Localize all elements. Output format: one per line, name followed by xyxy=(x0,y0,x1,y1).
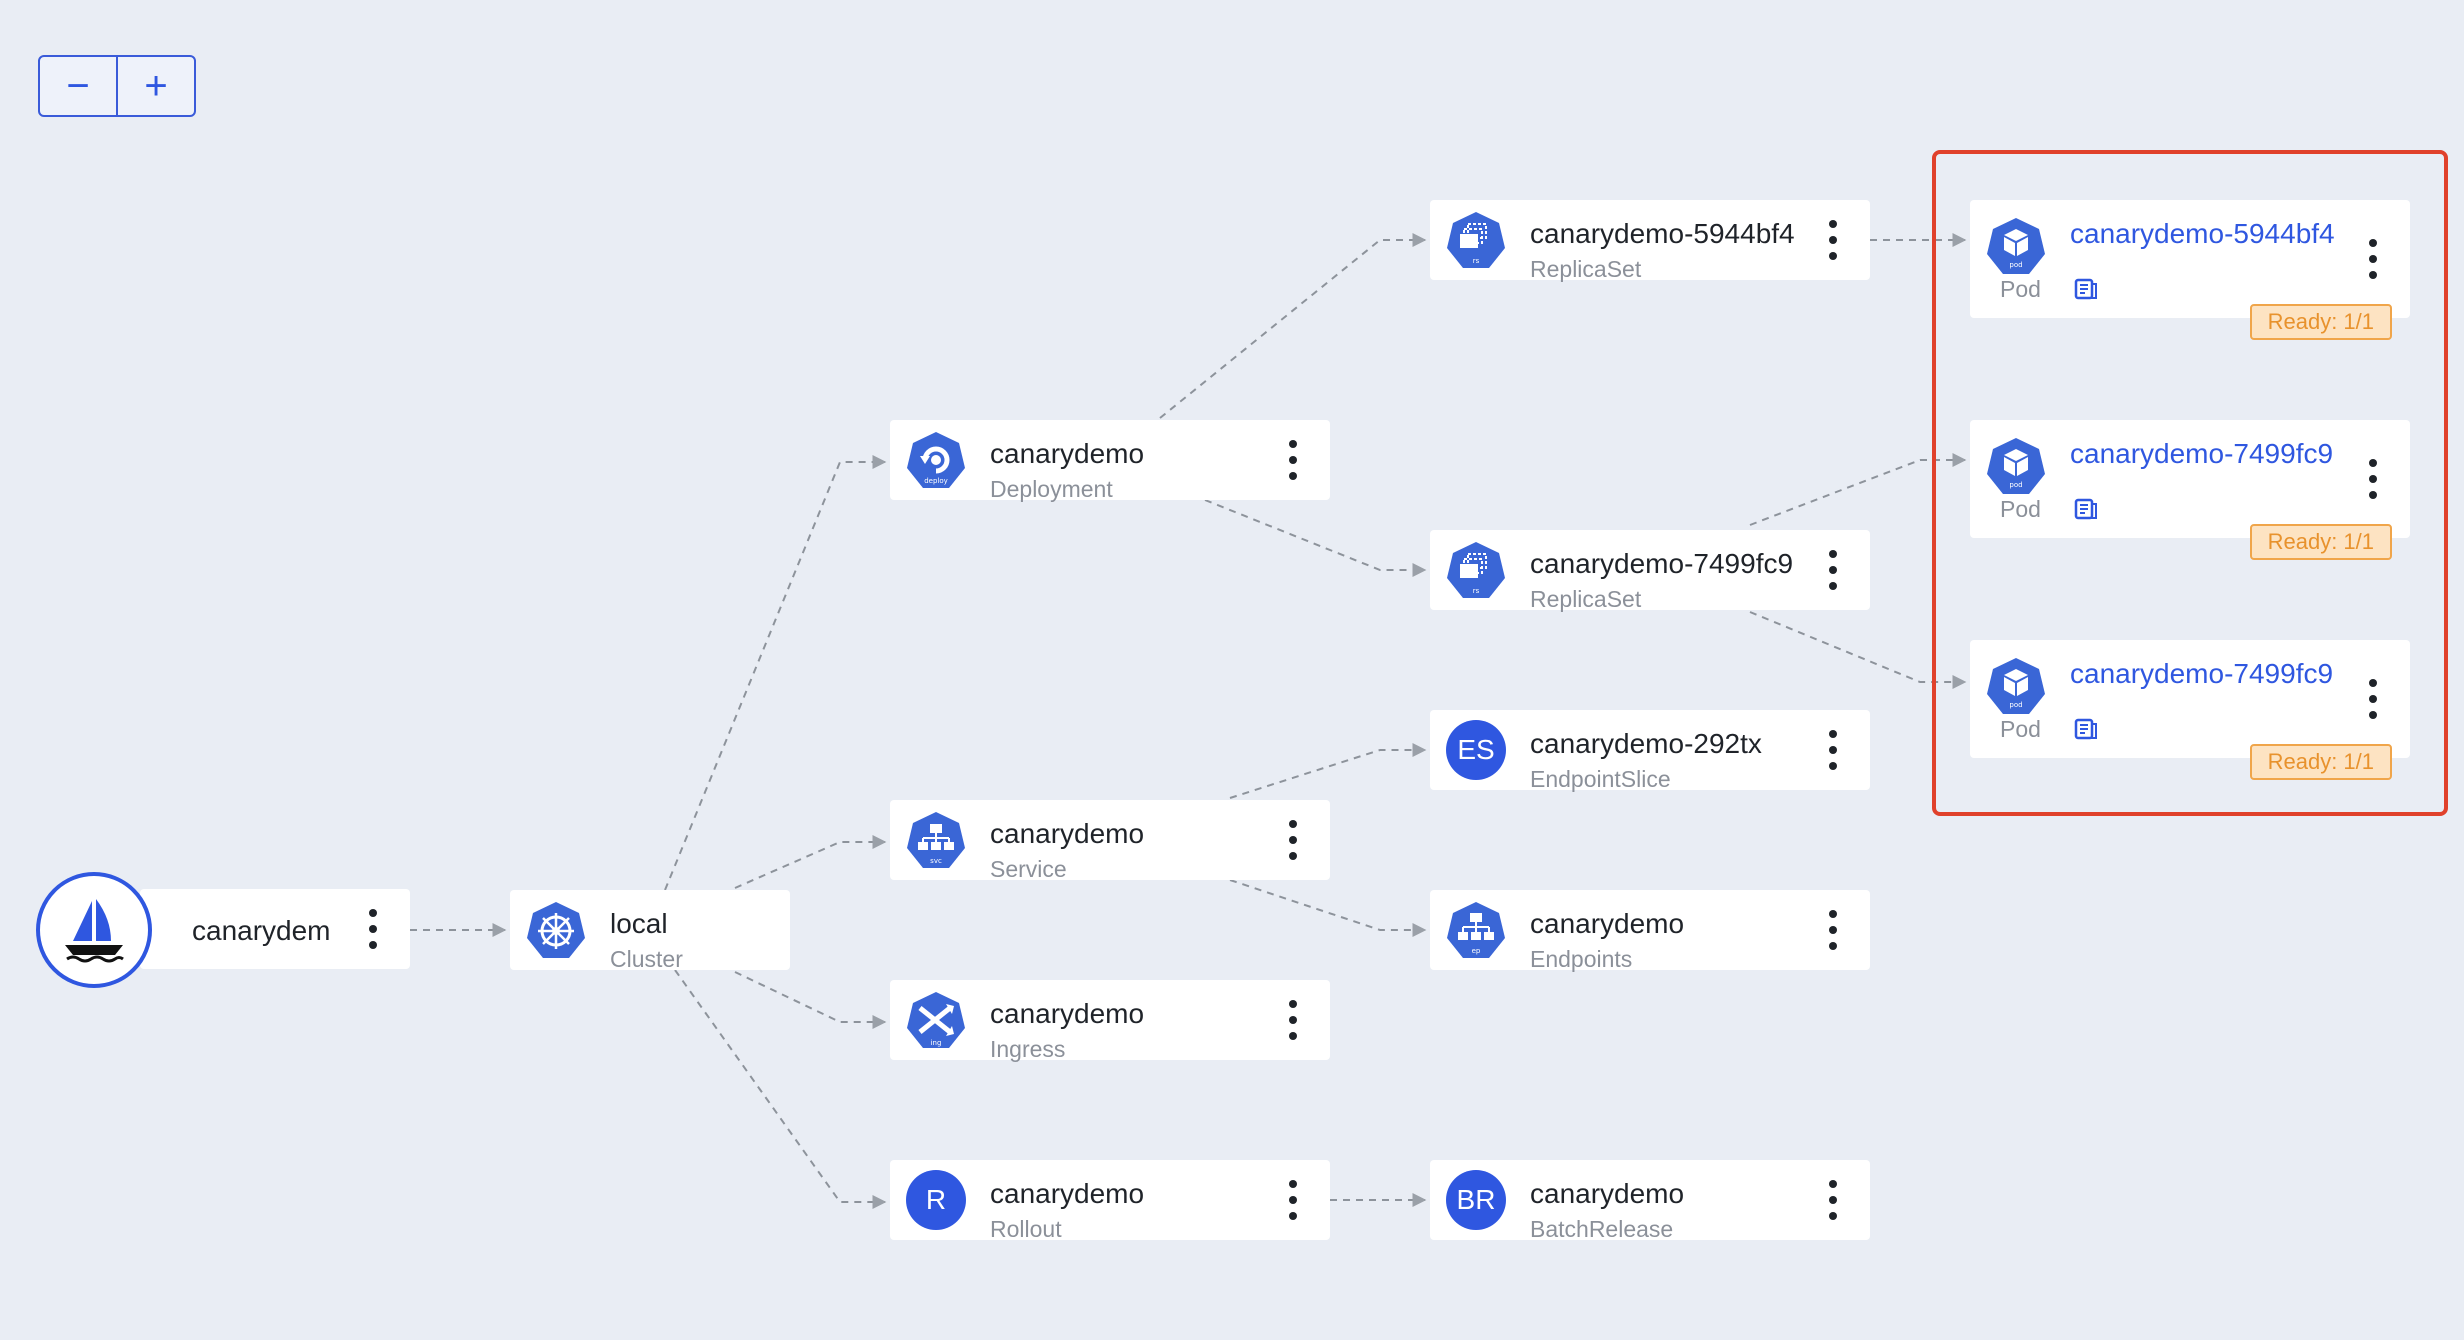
more-menu-icon[interactable] xyxy=(1286,1180,1300,1220)
node-title: canarydemo xyxy=(990,818,1145,849)
node-title: canarydemo-7499fc9 xyxy=(1530,548,1794,579)
pod-name-link[interactable]: canarydemo-7499fc9 xyxy=(2070,438,2334,469)
status-badge: Ready: 1/1 xyxy=(2249,524,2392,560)
pod-name-link[interactable]: canarydemo-5944bf4 xyxy=(2070,218,2335,249)
pod-node[interactable]: pod canarydemo-5944bf4 Pod Ready: 1/1 xyxy=(1970,200,2410,340)
svg-text:deploy: deploy xyxy=(924,477,948,485)
more-menu-icon[interactable] xyxy=(366,909,380,949)
more-menu-icon[interactable] xyxy=(1826,730,1840,770)
replicaset-node[interactable]: rs canarydemo-5944bf4 ReplicaSet xyxy=(1430,200,1870,282)
more-menu-icon[interactable] xyxy=(1826,910,1840,950)
sailboat-icon xyxy=(36,872,152,988)
pod-node[interactable]: pod canarydemo-7499fc9 Pod Ready: 1/1 xyxy=(1970,640,2410,780)
node-kind: Rollout xyxy=(990,1216,1062,1242)
node-kind: Ingress xyxy=(990,1036,1066,1062)
node-title: local xyxy=(610,908,668,939)
pod-icon: pod xyxy=(1986,216,2046,276)
ing-icon: ing xyxy=(906,990,966,1050)
pod-name-link[interactable]: canarydemo-7499fc9 xyxy=(2070,658,2334,689)
node-kind: Pod xyxy=(2000,716,2041,742)
svc-icon: svc xyxy=(906,810,966,870)
svg-text:svc: svc xyxy=(930,857,942,865)
status-badge: Ready: 1/1 xyxy=(2249,744,2392,780)
edge-rs2-pod2 xyxy=(1749,453,1967,526)
svg-text:pod: pod xyxy=(2009,261,2022,269)
svg-text:ing: ing xyxy=(931,1039,942,1047)
ep-icon: ep xyxy=(1446,900,1506,960)
more-menu-icon[interactable] xyxy=(2366,679,2380,719)
kubernetes-wheel-icon xyxy=(526,900,586,960)
endpoints-node[interactable]: ep canarydemo Endpoints xyxy=(1430,890,1870,972)
node-title: canarydemo xyxy=(990,438,1145,469)
more-menu-icon[interactable] xyxy=(1826,220,1840,260)
endpointslice-node[interactable]: ES canarydemo-292tx EndpointSlice xyxy=(1430,710,1870,792)
more-menu-icon[interactable] xyxy=(1826,550,1840,590)
zoom-out-button[interactable]: − xyxy=(66,64,90,108)
node-kind: Service xyxy=(990,856,1067,882)
more-menu-icon[interactable] xyxy=(2366,459,2380,499)
svg-text:ep: ep xyxy=(1472,947,1481,955)
deployment-node[interactable]: deploy canarydemo Deployment xyxy=(890,420,1330,502)
zoom-control: − + xyxy=(38,55,196,117)
edge-cluster-rollout xyxy=(674,969,887,1209)
edge-deploy-rs1 xyxy=(1159,233,1427,419)
more-menu-icon[interactable] xyxy=(1286,820,1300,860)
node-title: canarydemo-5944bf4 xyxy=(1530,218,1795,249)
root-node[interactable]: canarydem xyxy=(140,889,410,969)
pod-node[interactable]: pod canarydemo-7499fc9 Pod Ready: 1/1 xyxy=(1970,420,2410,560)
svg-text:rs: rs xyxy=(1473,587,1480,595)
node-kind: ReplicaSet xyxy=(1530,256,1642,282)
ingress-node[interactable]: ing canarydemo Ingress xyxy=(890,980,1330,1062)
endpointslice-badge-icon: ES xyxy=(1446,720,1506,780)
node-title: canarydemo xyxy=(1530,908,1685,939)
edge-cluster-deployment xyxy=(664,455,887,891)
node-title: canarydemo xyxy=(1530,1178,1685,1209)
edge-cluster-ingress xyxy=(734,971,887,1029)
edge-cluster-service xyxy=(734,835,887,889)
node-title: canarydemo xyxy=(990,1178,1145,1209)
svg-text:rs: rs xyxy=(1473,257,1480,265)
edge-service-es xyxy=(1229,743,1427,799)
rollout-node[interactable]: R canarydemo Rollout xyxy=(890,1160,1330,1242)
replicaset-node[interactable]: rs canarydemo-7499fc9 ReplicaSet xyxy=(1430,530,1870,612)
edge-rs2-pod3 xyxy=(1749,611,1967,689)
node-kind: BatchRelease xyxy=(1530,1216,1674,1242)
rs-icon: rs xyxy=(1446,210,1506,270)
more-menu-icon[interactable] xyxy=(1286,1000,1300,1040)
deploy-icon: deploy xyxy=(906,430,966,490)
node-kind: Deployment xyxy=(990,476,1113,502)
node-kind: Cluster xyxy=(610,946,683,972)
svg-text:pod: pod xyxy=(2009,481,2022,489)
highlight-box xyxy=(1932,150,2448,816)
node-kind: Endpoints xyxy=(1530,946,1633,972)
batchrelease-node[interactable]: BR canarydemo BatchRelease xyxy=(1430,1160,1870,1242)
rs-icon: rs xyxy=(1446,540,1506,600)
more-menu-icon[interactable] xyxy=(1826,1180,1840,1220)
pod-icon: pod xyxy=(1986,436,2046,496)
rollout-badge-icon: R xyxy=(906,1170,966,1230)
logs-icon[interactable] xyxy=(2073,716,2099,742)
edge-service-ep xyxy=(1229,879,1427,937)
edge-deploy-rs2 xyxy=(1204,499,1427,577)
status-badge: Ready: 1/1 xyxy=(2249,304,2392,340)
node-kind: EndpointSlice xyxy=(1530,766,1671,792)
logs-icon[interactable] xyxy=(2073,496,2099,522)
pod-icon: pod xyxy=(1986,656,2046,716)
service-node[interactable]: svc canarydemo Service xyxy=(890,800,1330,882)
node-title: canarydemo-292tx xyxy=(1530,728,1762,759)
node-title: canarydemo xyxy=(990,998,1145,1029)
node-kind: ReplicaSet xyxy=(1530,586,1642,612)
node-title: canarydem xyxy=(192,915,331,946)
svg-text:pod: pod xyxy=(2009,701,2022,709)
node-kind: Pod xyxy=(2000,276,2041,302)
cluster-node[interactable]: local Cluster xyxy=(510,890,790,972)
node-kind: Pod xyxy=(2000,496,2041,522)
batchrelease-badge-icon: BR xyxy=(1446,1170,1506,1230)
logs-icon[interactable] xyxy=(2073,276,2099,302)
zoom-in-button[interactable]: + xyxy=(116,57,194,115)
more-menu-icon[interactable] xyxy=(2366,239,2380,279)
more-menu-icon[interactable] xyxy=(1286,440,1300,480)
